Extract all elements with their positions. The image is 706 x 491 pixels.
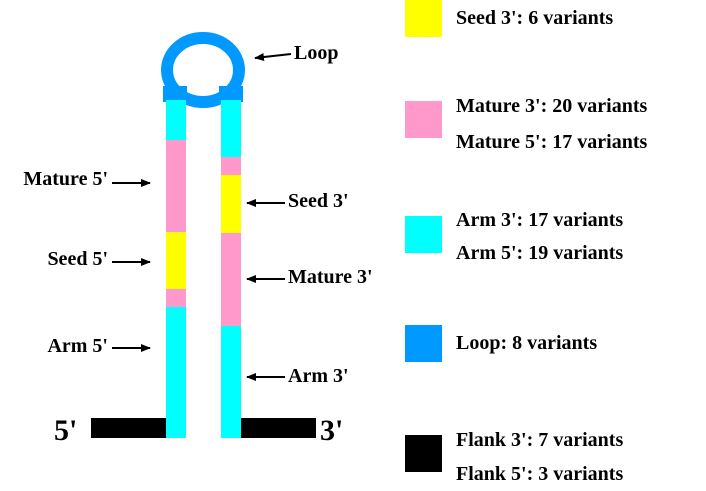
legend-swatch-mature [405,101,442,138]
strand5-mature-lower [166,289,186,307]
legend-arm-line2: Arm 5': 19 variants [456,242,623,264]
strand5-mature [166,140,186,232]
strand5-arm [166,307,186,438]
strand3-arm [221,326,241,438]
legend-mature-line1: Mature 3': 20 variants [456,95,647,117]
strand-5prime [166,100,186,438]
strand5-arm-top [166,100,186,140]
annot-loop: Loop [294,42,338,64]
legend-seed-line1: Seed 3': 6 variants [456,7,613,29]
legend-swatch-seed [405,0,442,37]
legend-swatch-flank [405,435,442,472]
legend-swatch-loop [405,325,442,362]
legend-swatch-arm [405,216,442,253]
strand3-mature-upper [221,157,241,175]
annot-mature3: Mature 3' [288,266,373,288]
end-label-5prime: 5' [54,414,77,447]
legend: Seed 3': 6 variants Mature 3': 20 varian… [405,0,647,485]
annot-seed5: Seed 5' [47,248,108,270]
strand5-seed [166,232,186,289]
strand3-arm-top [221,100,241,157]
flank-5prime [91,418,166,438]
end-label-3prime: 3' [320,414,343,447]
loop-shape [161,32,245,108]
loop-ring [161,32,245,108]
loop-right-foot [219,86,243,102]
strand-3prime [221,100,241,438]
legend-flank-line1: Flank 3': 7 variants [456,429,623,451]
legend-flank-line2: Flank 5': 3 variants [456,463,623,485]
annot-arm3: Arm 3' [288,365,349,387]
annotation-arrows [112,53,292,381]
annot-arm5: Arm 5' [47,335,108,357]
legend-arm-line1: Arm 3': 17 variants [456,209,623,231]
loop-left-foot [163,86,187,102]
flank-3prime [241,418,316,438]
legend-loop-line1: Loop: 8 variants [456,332,597,354]
annot-mature5: Mature 5' [23,168,108,190]
arrow-loop [254,53,292,61]
strand3-seed [221,175,241,233]
annot-seed3: Seed 3' [288,190,349,212]
strand3-mature [221,233,241,326]
legend-mature-line2: Mature 5': 17 variants [456,131,647,153]
